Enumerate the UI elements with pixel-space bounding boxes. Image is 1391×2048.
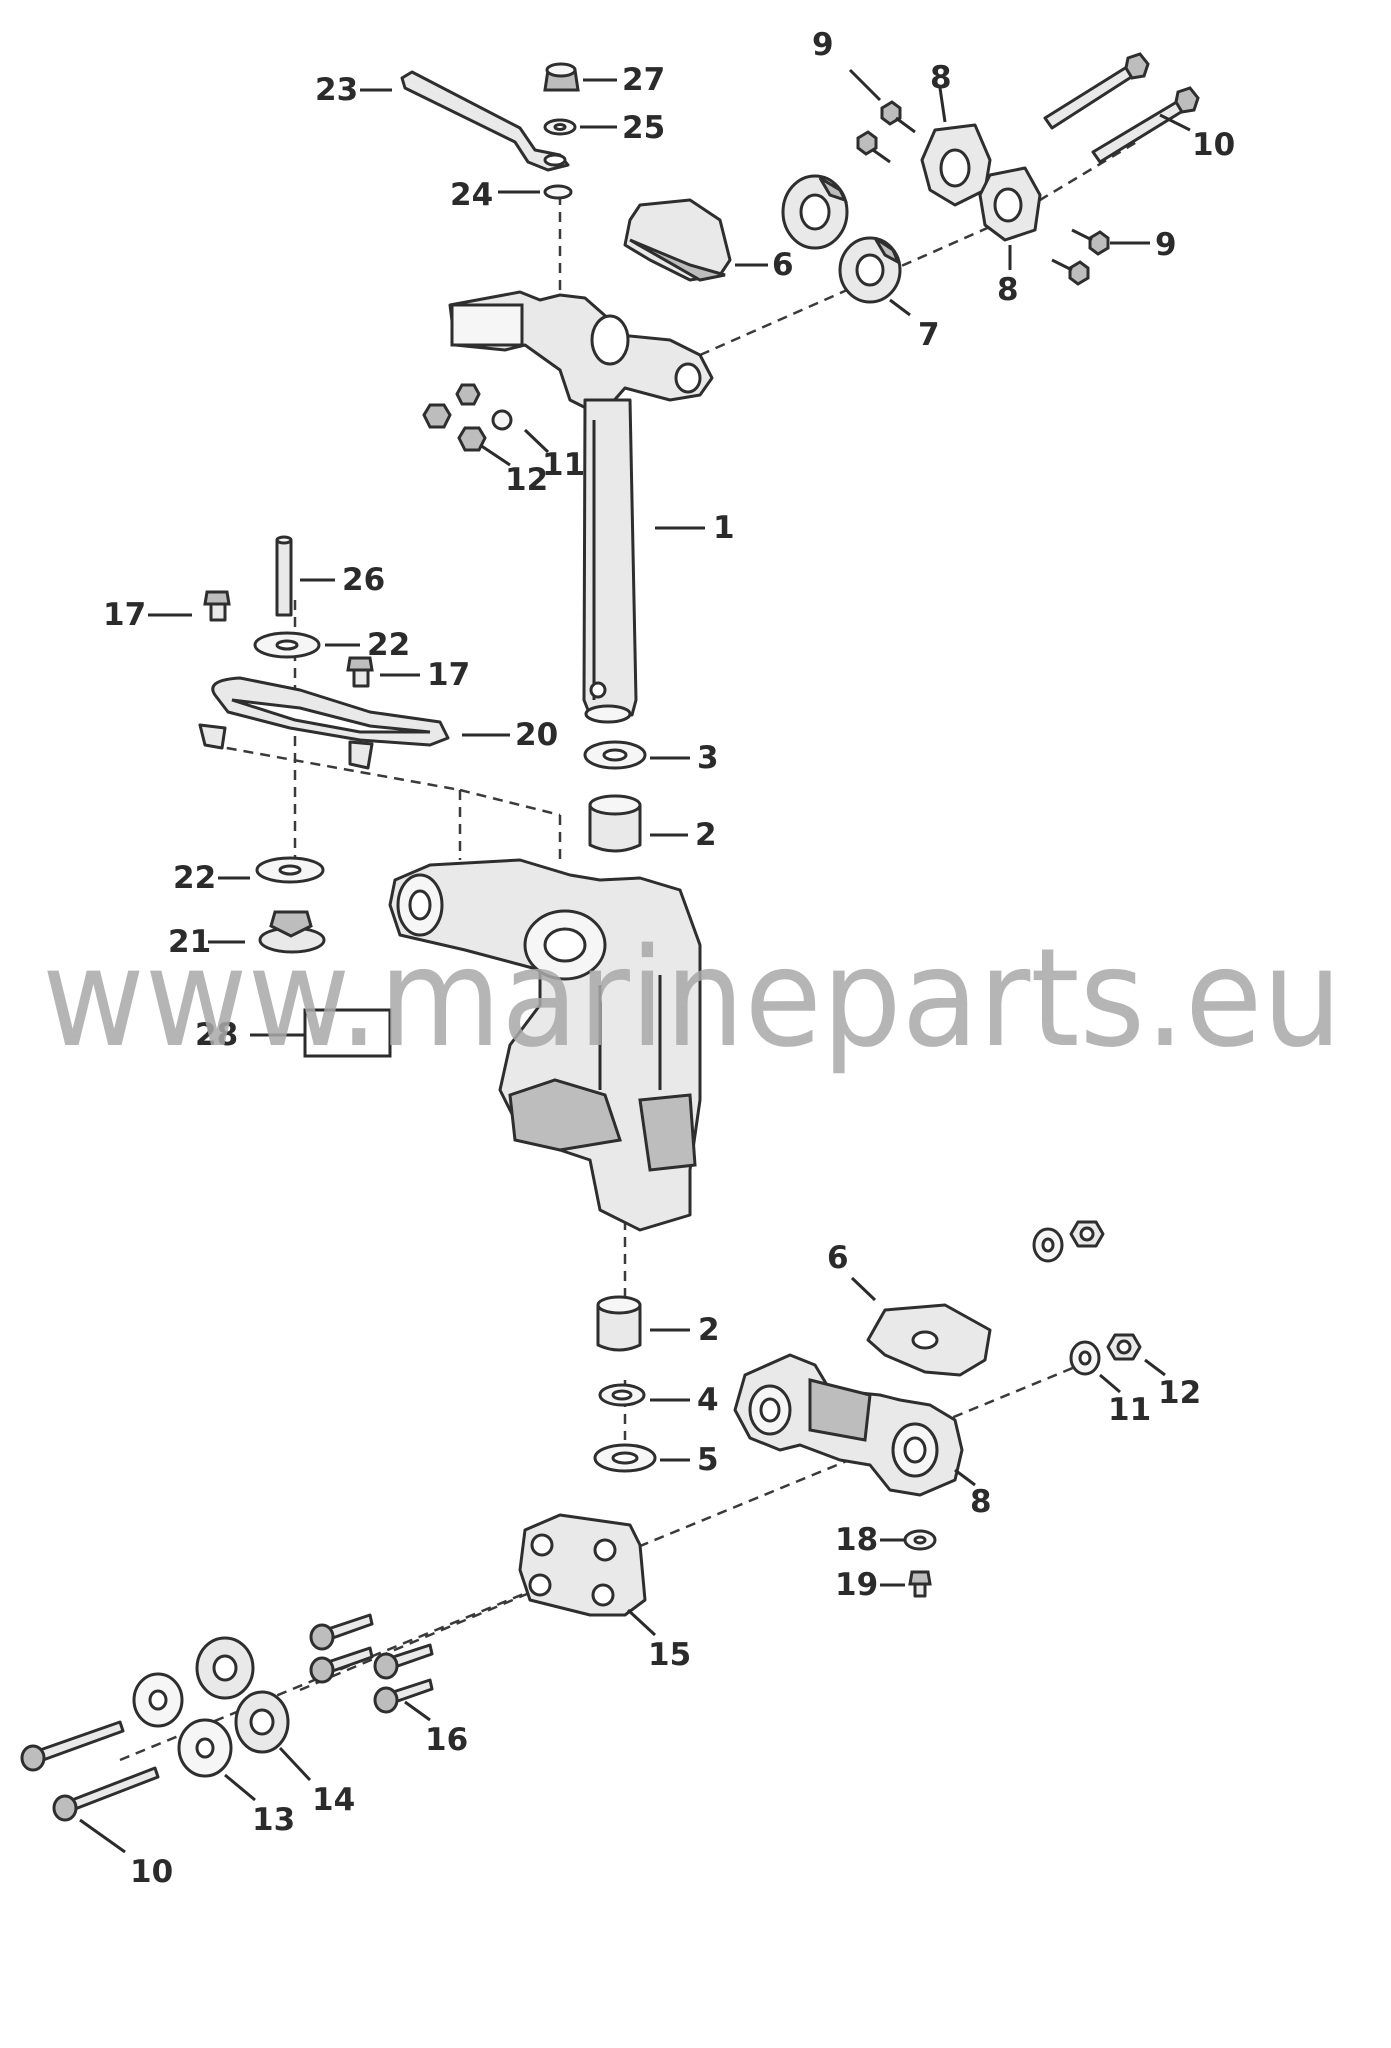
callout-17-mid: 17	[427, 657, 470, 693]
callout-22-bottom: 22	[173, 860, 216, 896]
callout-14: 14	[312, 1782, 355, 1818]
callout-23: 23	[315, 72, 358, 108]
callout-24: 24	[450, 177, 493, 213]
part-2-bushing-upper	[588, 794, 642, 853]
callout-28: 28	[195, 1017, 238, 1053]
part-24-washer	[543, 184, 573, 200]
part-11-12-lower-washer-nut	[1032, 1220, 1142, 1376]
part-6-mount-cover-lower	[866, 1303, 992, 1377]
part-22-washers	[253, 631, 325, 884]
callout-leaders	[79, 68, 1191, 1854]
part-3-washer	[583, 740, 647, 770]
callout-5: 5	[697, 1442, 719, 1478]
part-13-washers	[132, 1672, 233, 1778]
callout-8-mid: 8	[997, 272, 1019, 308]
callout-13: 13	[252, 1802, 295, 1838]
callout-18: 18	[835, 1522, 878, 1558]
part-19-grease-fitting	[908, 1570, 932, 1598]
callout-15: 15	[648, 1637, 691, 1673]
part-17-screws	[203, 590, 374, 688]
part-1-steering-column	[582, 398, 638, 724]
callout-2-top: 2	[695, 817, 717, 853]
callout-21: 21	[168, 924, 211, 960]
callout-6-bottom: 6	[827, 1240, 849, 1276]
part-18-washer	[903, 1529, 937, 1551]
callout-19: 19	[835, 1567, 878, 1603]
callout-1: 1	[713, 510, 735, 546]
callout-26: 26	[342, 562, 385, 598]
part-7-mount-bushings	[781, 174, 902, 304]
callout-17-left: 17	[103, 597, 146, 633]
part-upper-bracket	[448, 290, 714, 412]
callout-12-top: 12	[505, 462, 548, 498]
callout-4: 4	[697, 1382, 719, 1418]
callout-3: 3	[697, 740, 719, 776]
part-15-mount-clamp	[518, 1513, 647, 1617]
callout-6-top: 6	[772, 247, 794, 283]
callout-27: 27	[622, 62, 665, 98]
part-27-nut	[543, 62, 580, 92]
callout-9-right: 9	[1155, 227, 1177, 263]
part-10-long-bolts-lower	[20, 1720, 160, 1822]
callout-8-bottom: 8	[970, 1484, 992, 1520]
callout-22-top: 22	[367, 627, 410, 663]
callout-25: 25	[622, 110, 665, 146]
callout-12-bottom: 12	[1158, 1375, 1201, 1411]
part-21-nut	[258, 910, 326, 954]
callout-2-bottom: 2	[698, 1312, 720, 1348]
watermark-text: www.marineparts.eu	[42, 920, 1342, 1078]
part-4-washer	[598, 1383, 646, 1407]
part-14-bushings	[195, 1636, 290, 1754]
callout-10-top: 10	[1192, 127, 1235, 163]
part-23-link-arm	[400, 70, 570, 172]
callout-10-bottom: 10	[130, 1854, 173, 1890]
part-20-tiller-plate	[198, 676, 450, 770]
part-28-decal-box	[303, 1008, 392, 1058]
callout-8-top: 8	[930, 60, 952, 96]
part-10-long-bolts-upper	[1043, 52, 1200, 164]
part-5-washer	[593, 1443, 657, 1473]
part-25-washer	[543, 118, 577, 136]
part-8-lower-motor-mount	[733, 1353, 964, 1497]
callout-20: 20	[515, 717, 558, 753]
part-swivel-bracket	[388, 858, 702, 1232]
part-8-upper-motor-mounts	[920, 123, 1042, 242]
callout-16: 16	[425, 1722, 468, 1758]
callout-labels: 23 27 25 24 9 8 10 9 8 6 7 11 12 1 26 17…	[103, 27, 1235, 1890]
callout-11-top: 11	[542, 447, 585, 483]
part-16-bolts	[309, 1613, 434, 1714]
callout-9-top: 9	[812, 27, 834, 63]
part-9-bolts	[856, 100, 1110, 286]
callout-7: 7	[918, 317, 940, 353]
part-6-mount-cover-upper	[623, 198, 732, 282]
callout-11-bottom: 11	[1108, 1392, 1151, 1428]
part-2-bushing-lower	[596, 1295, 642, 1352]
part-26-pin	[275, 535, 293, 617]
part-11-12-nuts-upper	[422, 383, 513, 452]
